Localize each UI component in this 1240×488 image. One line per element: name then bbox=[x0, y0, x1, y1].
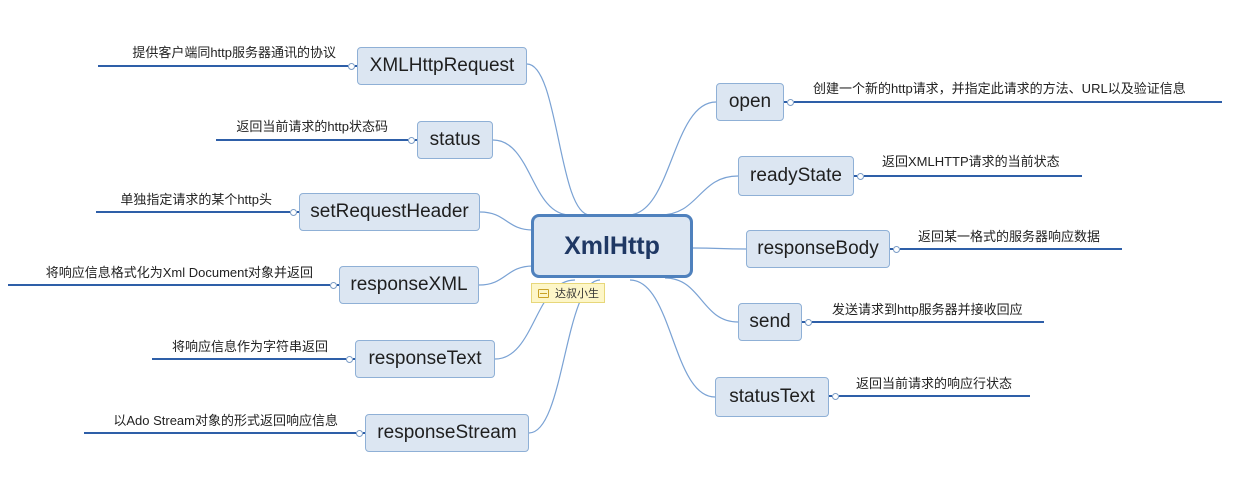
collapse-toggle-xmlhttprequest[interactable] bbox=[348, 63, 355, 70]
collapse-toggle-open[interactable] bbox=[787, 99, 794, 106]
desc-status: 返回当前请求的http状态码 bbox=[236, 119, 388, 134]
note-tag[interactable]: 达叔小生 bbox=[531, 283, 605, 303]
connector-open bbox=[627, 101, 717, 216]
topic-responsebody[interactable]: responseBody bbox=[746, 230, 890, 268]
connector-status bbox=[492, 139, 571, 216]
collapse-toggle-setrequestheader[interactable] bbox=[290, 209, 297, 216]
topic-readystate[interactable]: readyState bbox=[738, 156, 854, 196]
topic-responsexml[interactable]: responseXML bbox=[339, 266, 479, 304]
topic-responsestream[interactable]: responseStream bbox=[365, 414, 529, 452]
desc-open: 创建一个新的http请求，并指定此请求的方法、URL以及验证信息 bbox=[813, 81, 1186, 96]
connector-responsexml bbox=[478, 265, 534, 286]
topic-setrequestheader[interactable]: setRequestHeader bbox=[299, 193, 480, 231]
connector-responsebody bbox=[692, 247, 747, 250]
collapse-toggle-status[interactable] bbox=[408, 137, 415, 144]
desc-setrequestheader: 单独指定请求的某个http头 bbox=[120, 192, 272, 207]
desc-responsetext: 将响应信息作为字符串返回 bbox=[171, 339, 328, 354]
central-topic[interactable]: XmlHttp bbox=[531, 214, 693, 278]
collapse-toggle-responsetext[interactable] bbox=[346, 356, 353, 363]
desc-responsexml: 将响应信息格式化为Xml Document对象并返回 bbox=[45, 265, 313, 280]
connector-readystate bbox=[659, 175, 739, 216]
connector-setrequestheader bbox=[479, 211, 534, 231]
desc-responsebody: 返回某一格式的服务器响应数据 bbox=[918, 229, 1101, 244]
desc-responsestream: 以Ado Stream对象的形式返回响应信息 bbox=[113, 413, 338, 428]
collapse-toggle-responsexml[interactable] bbox=[330, 282, 337, 289]
connector-statustext bbox=[629, 279, 716, 398]
note-icon bbox=[538, 288, 549, 298]
desc-xmlhttprequest: 提供客户端同http服务器通讯的协议 bbox=[132, 45, 336, 60]
topic-xmlhttprequest[interactable]: XMLHttpRequest bbox=[357, 47, 527, 85]
collapse-toggle-statustext[interactable] bbox=[832, 393, 839, 400]
desc-statustext: 返回当前请求的响应行状态 bbox=[856, 376, 1013, 391]
topic-open[interactable]: open bbox=[716, 83, 784, 121]
note-text: 达叔小生 bbox=[555, 288, 599, 300]
collapse-toggle-responsebody[interactable] bbox=[893, 246, 900, 253]
topic-send[interactable]: send bbox=[738, 303, 802, 341]
topic-statustext[interactable]: statusText bbox=[715, 377, 829, 417]
desc-send: 发送请求到http服务器并接收回应 bbox=[832, 302, 1023, 317]
collapse-toggle-readystate[interactable] bbox=[857, 173, 864, 180]
connector-send bbox=[664, 277, 739, 323]
collapse-toggle-responsestream[interactable] bbox=[356, 430, 363, 437]
topic-status[interactable]: status bbox=[417, 121, 493, 159]
collapse-toggle-send[interactable] bbox=[805, 319, 812, 326]
connector-xmlhttprequest bbox=[526, 63, 591, 216]
desc-readystate: 返回XMLHTTP请求的当前状态 bbox=[882, 154, 1060, 169]
topic-responsetext[interactable]: responseText bbox=[355, 340, 495, 378]
